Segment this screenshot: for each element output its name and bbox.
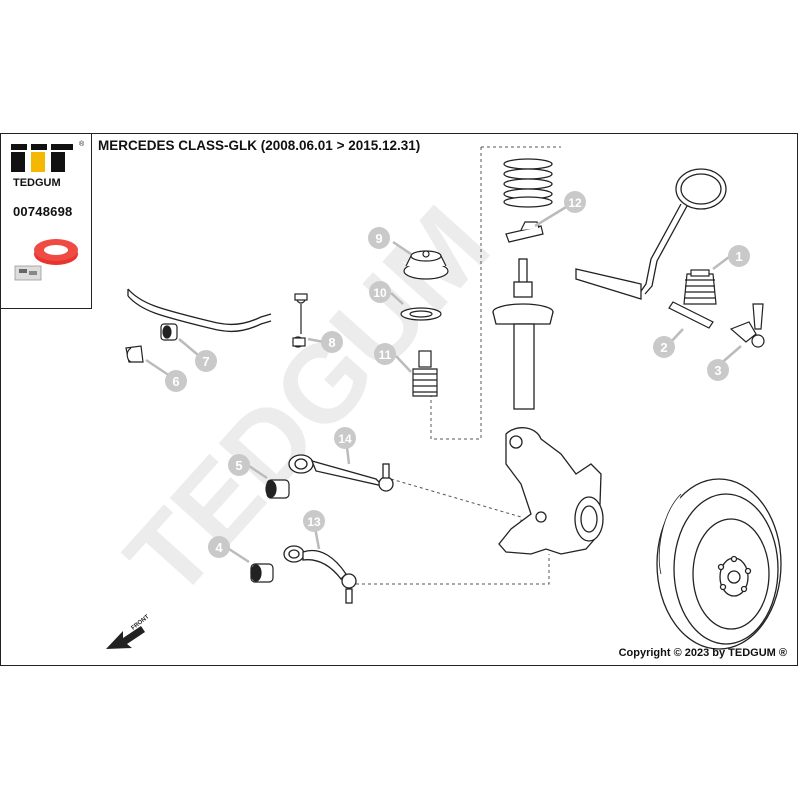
callout-12: 12 [564, 191, 586, 213]
boot [683, 269, 717, 305]
tie-rod [668, 301, 714, 329]
svg-text:7: 7 [202, 354, 209, 369]
callout-13: 13 [303, 510, 325, 532]
stabilizer-bar [127, 288, 272, 333]
svg-text:3: 3 [714, 363, 721, 378]
svg-text:10: 10 [373, 286, 387, 300]
steering-knuckle [498, 427, 604, 555]
svg-text:®: ® [79, 140, 85, 148]
svg-text:9: 9 [375, 231, 382, 246]
bushing-6 [125, 345, 144, 363]
bushing-5 [265, 479, 290, 499]
page-title: MERCEDES CLASS-GLK (2008.06.01 > 2015.12… [98, 138, 421, 153]
svg-text:4: 4 [215, 540, 223, 555]
bushing-7 [160, 323, 178, 341]
copyright-notice: Copyright © 2023 by TEDGUM ® [618, 647, 787, 659]
control-arm-lower [283, 545, 357, 604]
callout-8: 8 [321, 331, 343, 353]
suspension-diagram: TEDGUM [102, 146, 782, 650]
svg-text:6: 6 [172, 374, 179, 389]
svg-text:14: 14 [338, 432, 352, 446]
washer [400, 307, 442, 321]
callout-4: 4 [208, 536, 230, 558]
svg-text:2: 2 [660, 340, 667, 355]
callout-6: 6 [165, 370, 187, 392]
svg-text:5: 5 [235, 458, 242, 473]
svg-text:1: 1 [735, 249, 742, 264]
callout-14: 14 [334, 427, 356, 449]
top-mount [403, 250, 449, 280]
logo-graphic: ® TEDGUM [11, 140, 85, 281]
spring-seat [505, 221, 544, 243]
svg-text:8: 8 [328, 335, 335, 350]
callout-7: 7 [195, 350, 217, 372]
svg-text:12: 12 [568, 196, 582, 210]
callout-3: 3 [707, 359, 729, 381]
callout-9: 9 [368, 227, 390, 249]
product-package-image [14, 265, 42, 281]
callout-bubbles: 1 2 3 4 5 6 7 8 9 10 11 12 13 14 [165, 191, 750, 558]
stabilizer-link [292, 293, 308, 348]
svg-text:13: 13 [307, 515, 321, 529]
brand-name: TEDGUM [13, 177, 61, 189]
callout-2: 2 [653, 336, 675, 358]
part-code: 00748698 [13, 204, 73, 219]
callout-11: 11 [374, 343, 396, 365]
tie-rod-end [729, 303, 765, 348]
brand-logo-mark: ® [11, 140, 85, 172]
wheel [656, 478, 782, 650]
control-arm-upper [288, 454, 394, 492]
bump-stop [412, 350, 438, 397]
tie-rod-assembly [575, 168, 727, 300]
shock-strut [492, 258, 554, 410]
callout-5: 5 [228, 454, 250, 476]
logo-box: ® TEDGUM 00748698 [1, 134, 92, 309]
product-ring-image [34, 239, 78, 265]
front-arrow: FRONT [106, 614, 151, 649]
svg-text:11: 11 [379, 348, 392, 362]
bushing-4 [250, 563, 274, 583]
callout-10: 10 [369, 281, 391, 303]
coil-spring [503, 158, 553, 208]
diagram-frame: ® TEDGUM 00748698 MERCEDES CLASS-GLK (20… [0, 133, 798, 666]
callout-1: 1 [728, 245, 750, 267]
